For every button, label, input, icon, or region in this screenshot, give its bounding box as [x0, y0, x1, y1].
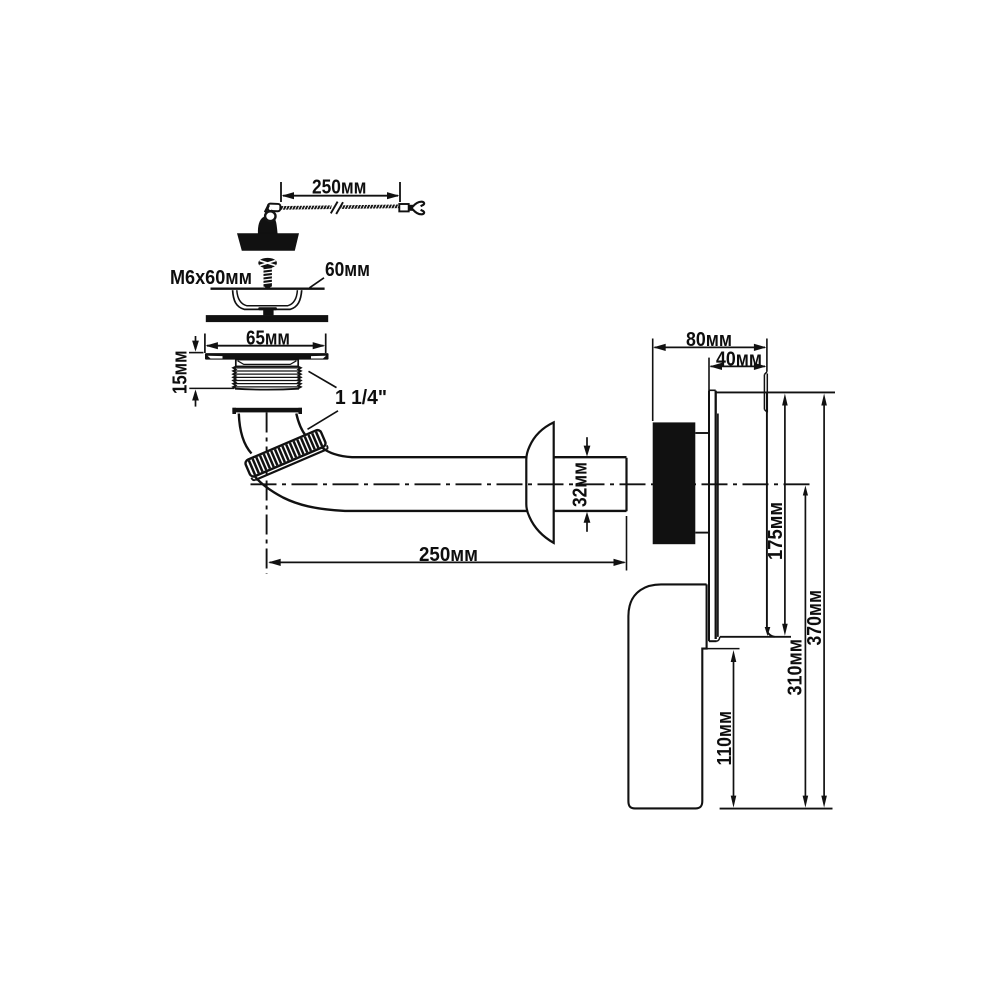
svg-text:310мм: 310мм [785, 639, 807, 696]
svg-text:110мм: 110мм [714, 711, 736, 766]
svg-text:32мм: 32мм [570, 462, 592, 507]
svg-text:65мм: 65мм [246, 328, 290, 350]
svg-text:1 1/4": 1 1/4" [335, 387, 387, 409]
svg-text:M6x60мм: M6x60мм [170, 267, 252, 289]
svg-text:175мм: 175мм [765, 502, 787, 560]
svg-text:15мм: 15мм [170, 351, 192, 395]
svg-text:250мм: 250мм [419, 544, 478, 566]
svg-text:40мм: 40мм [716, 349, 762, 371]
svg-text:370мм: 370мм [804, 590, 826, 646]
svg-text:80мм: 80мм [686, 329, 732, 351]
svg-text:250мм: 250мм [312, 177, 367, 199]
svg-text:60мм: 60мм [325, 259, 370, 281]
